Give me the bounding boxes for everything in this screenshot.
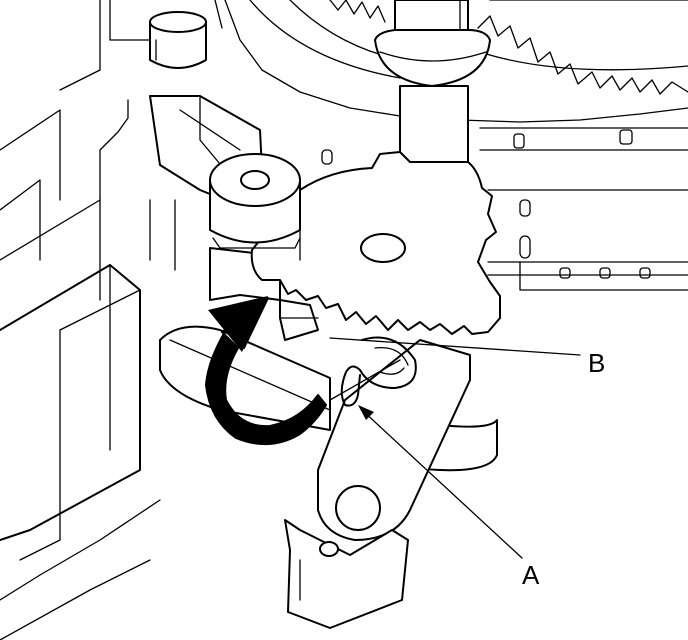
callout-B-leader <box>329 337 581 356</box>
spring-clip <box>340 336 417 407</box>
mounting-bracket <box>0 0 176 640</box>
cam-plate <box>250 151 501 335</box>
column-post <box>149 11 263 201</box>
knob <box>209 153 301 249</box>
callout-A: A <box>358 405 540 590</box>
rotation-arrow <box>205 296 327 446</box>
lever-pivot-hole <box>335 485 381 531</box>
callout-A-label: A <box>522 560 540 590</box>
cam-hole <box>360 233 406 263</box>
callout-A-leader <box>361 409 523 559</box>
callout-A-arrowhead <box>358 405 374 420</box>
gear-housing <box>214 0 688 291</box>
gear-teeth <box>329 0 688 95</box>
callout-B-label: B <box>588 348 605 378</box>
callout-B: B <box>329 337 605 378</box>
